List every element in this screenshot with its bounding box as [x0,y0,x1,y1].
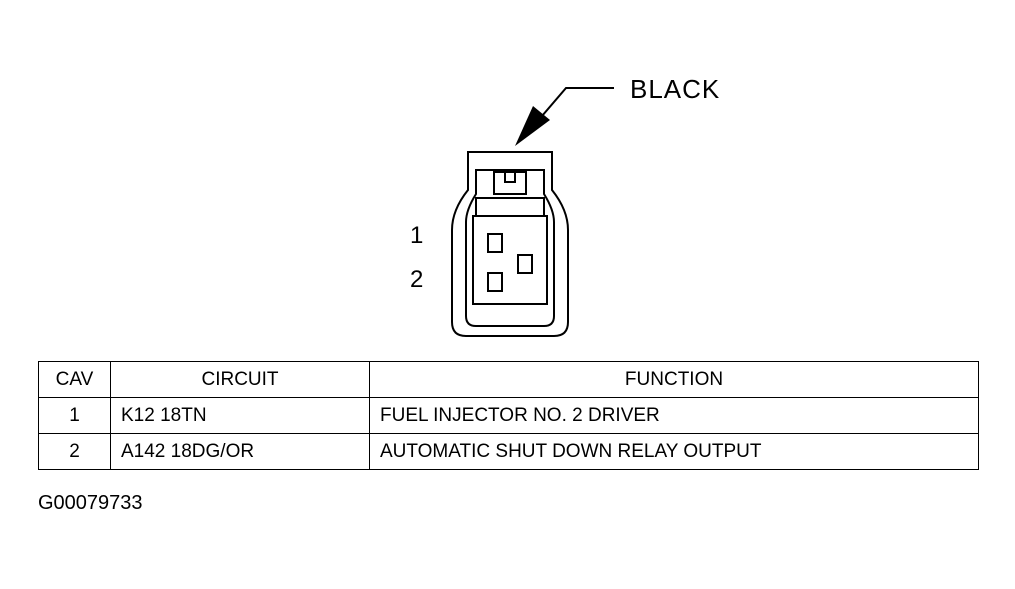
cell-function: FUEL INJECTOR NO. 2 DRIVER [369,397,979,434]
table-row: 2 A142 18DG/OR AUTOMATIC SHUT DOWN RELAY… [38,433,979,470]
header-cav: CAV [38,361,111,398]
cavity-label-2: 2 [410,266,423,293]
cell-circuit: K12 18TN [110,397,370,434]
cell-circuit: A142 18DG/OR [110,433,370,470]
color-leader-arrow [515,87,614,146]
cavity-3 [517,254,533,274]
header-function: FUNCTION [369,361,979,398]
table-header-row: CAV CIRCUIT FUNCTION [38,361,979,398]
connector-body [451,151,569,337]
header-circuit: CIRCUIT [110,361,370,398]
table-row: 1 K12 18TN FUEL INJECTOR NO. 2 DRIVER [38,397,979,434]
cavity-1 [487,233,503,253]
figure-id: G00079733 [38,492,143,514]
cell-cav: 1 [38,397,111,434]
connector-color-label: BLACK [630,74,720,104]
pin-table: CAV CIRCUIT FUNCTION 1 K12 18TN FUEL INJ… [38,361,979,470]
cavity-label-1: 1 [410,222,423,249]
cell-function: AUTOMATIC SHUT DOWN RELAY OUTPUT [369,433,979,470]
cell-cav: 2 [38,433,111,470]
cavity-2 [487,272,503,292]
